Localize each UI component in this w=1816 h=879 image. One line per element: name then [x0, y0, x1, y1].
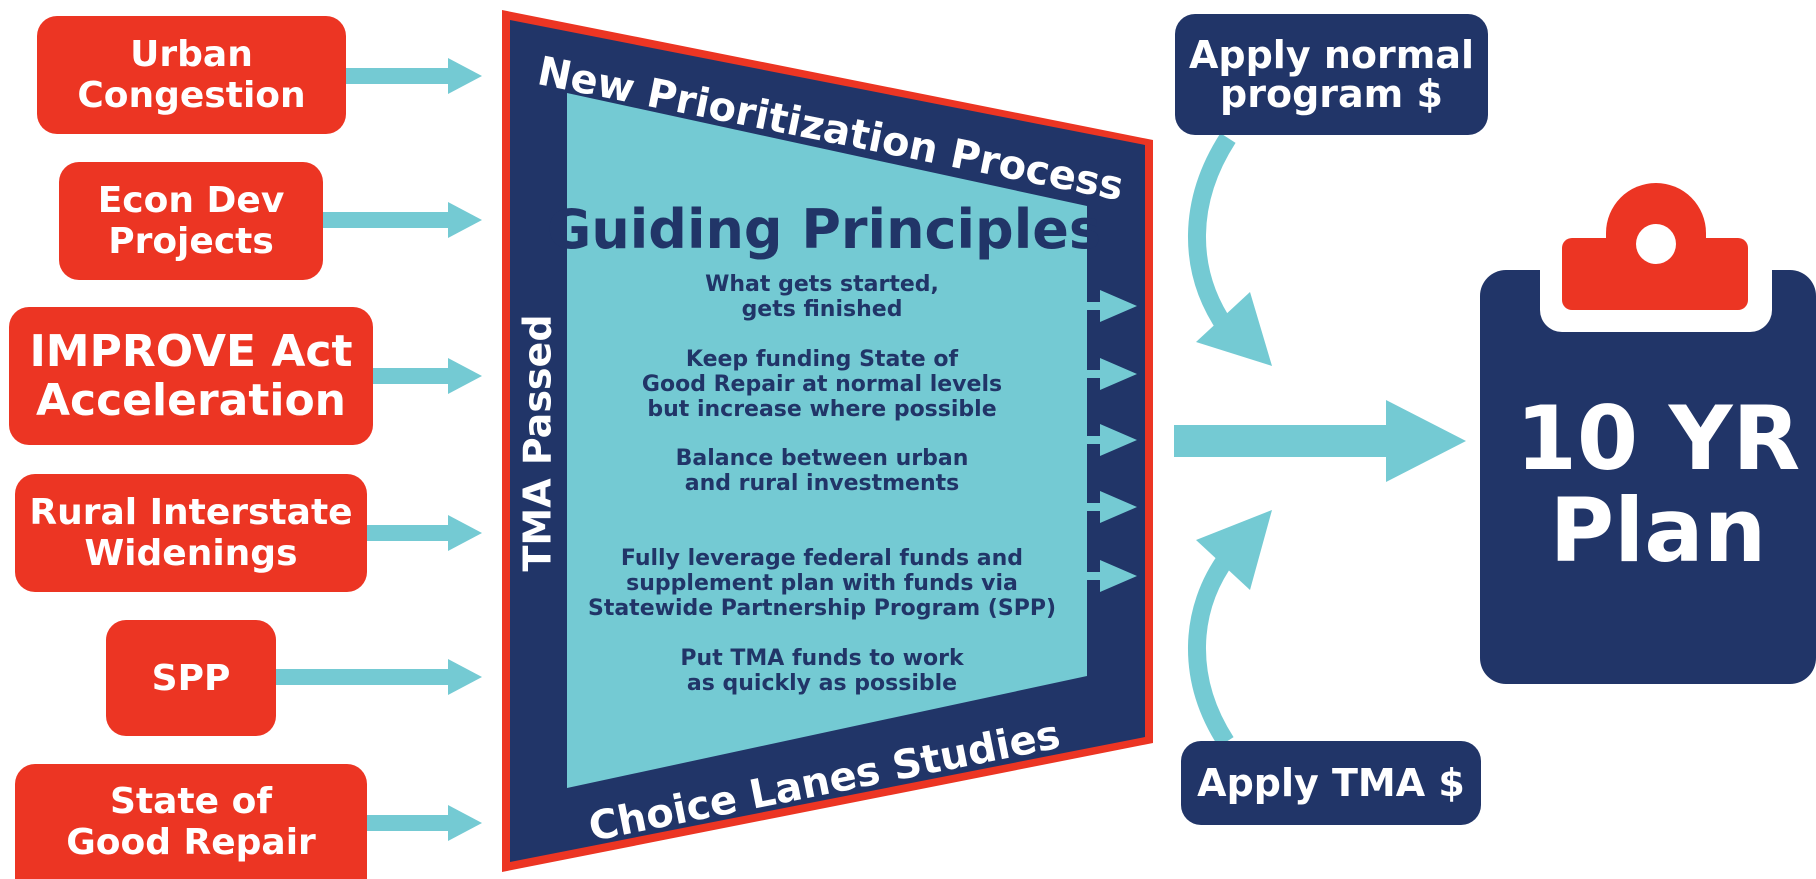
input-improve-act: IMPROVE Act Acceleration — [9, 307, 373, 445]
arrow-right-icon — [1087, 290, 1137, 322]
arrow-right-icon — [1087, 491, 1137, 523]
guiding-principles-title: Guiding Principles — [547, 198, 1101, 261]
principle-item: Put TMA funds to work as quickly as poss… — [680, 646, 964, 696]
input-state-of-good-repair: State of Good Repair — [15, 764, 367, 879]
principles-panel — [567, 93, 1087, 788]
apply-normal-program-box: Apply normal program $ — [1175, 14, 1488, 135]
principle-item: Keep funding State of Good Repair at nor… — [641, 347, 1003, 422]
arrow-right-icon — [1087, 560, 1137, 592]
input-urban-congestion: Urban Congestion — [37, 16, 346, 134]
arrow-right-icon — [272, 659, 482, 695]
arrow-right-icon — [1174, 400, 1466, 482]
curved-arrow-icon — [1188, 550, 1236, 747]
apply-tma-box: Apply TMA $ — [1181, 741, 1481, 825]
ten-year-plan-label: 10 YR Plan — [1515, 387, 1801, 582]
principle-arrows — [1087, 290, 1137, 592]
curved-arrow-icon — [1188, 133, 1236, 334]
input-econ-dev-projects: Econ Dev Projects — [59, 162, 323, 280]
principle-item: Balance between urban and rural investme… — [675, 446, 969, 496]
arrow-right-icon — [318, 202, 482, 238]
curved-arrow-icon — [1196, 510, 1272, 590]
principle-item: Fully leverage federal funds and supplem… — [587, 546, 1057, 621]
input-spp: SPP — [106, 620, 276, 736]
process-left-label: TMA Passed — [516, 314, 560, 571]
arrow-right-icon — [1087, 358, 1137, 390]
arrow-right-icon — [362, 805, 482, 841]
arrow-right-icon — [338, 58, 482, 94]
input-rural-interstate: Rural Interstate Widenings — [15, 474, 367, 592]
input-arrows — [272, 58, 482, 841]
principle-item: What gets started, gets finished — [705, 272, 939, 322]
curved-arrow-icon — [1196, 292, 1272, 366]
arrow-right-icon — [370, 358, 482, 394]
arrow-right-icon — [1087, 424, 1137, 456]
clipboard-icon — [1480, 183, 1816, 684]
arrow-right-icon — [362, 515, 482, 551]
